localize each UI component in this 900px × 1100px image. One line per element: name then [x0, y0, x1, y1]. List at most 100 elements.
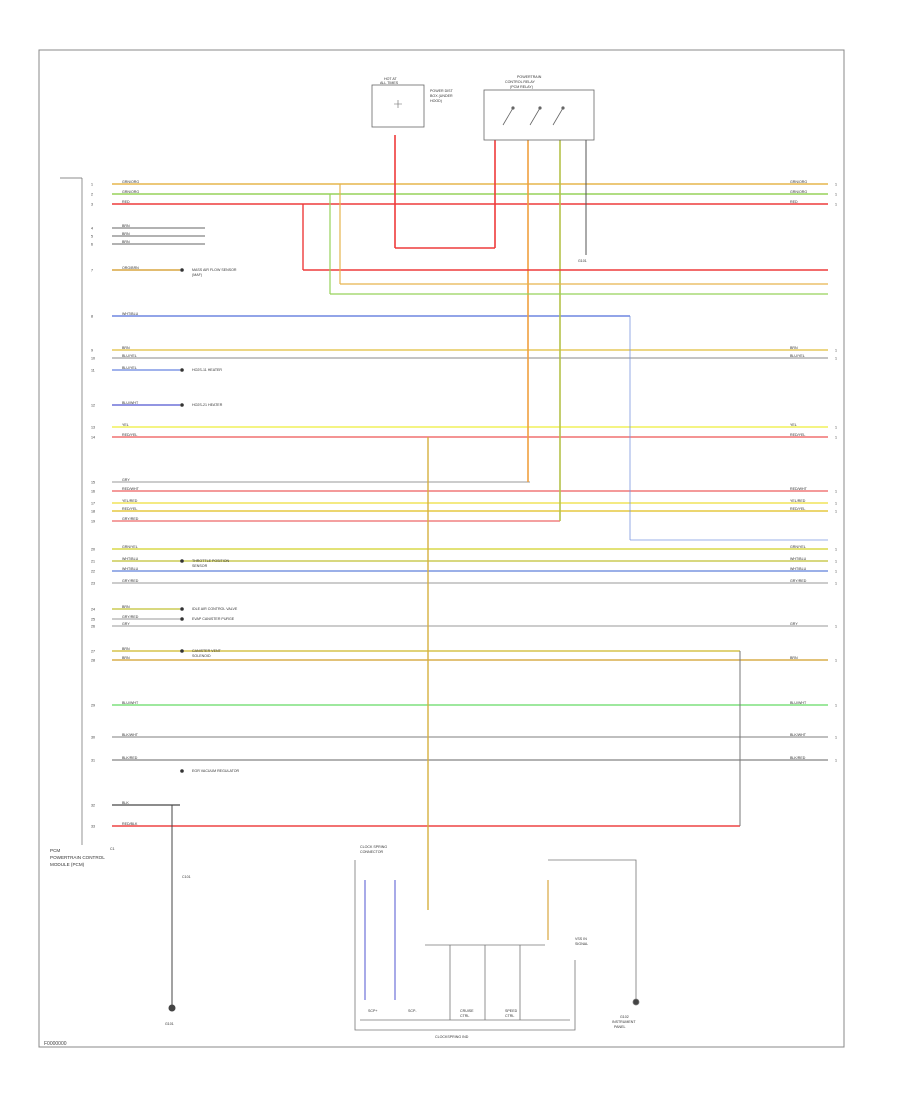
component-sub: SOLENOID	[192, 654, 211, 658]
vss-ground-1: G102	[620, 1015, 629, 1019]
pin-number: 13	[91, 425, 95, 429]
wire-label-1: GRN/ORG	[122, 180, 139, 184]
wire-label-29: BLU/WHT	[122, 701, 139, 705]
pin-number: 16	[91, 489, 95, 493]
wire-label-5: BRN	[122, 232, 130, 236]
pcm-desc-line-1: POWERTRAIN CONTROL	[50, 855, 105, 860]
connector-pin-right: 1	[835, 735, 837, 739]
pin-number: 27	[91, 649, 95, 653]
component-name: EVAP CANISTER PURGE	[192, 617, 235, 621]
pin-number: 7	[91, 268, 93, 272]
wire-label-12: BLU/WHT	[122, 401, 139, 405]
vss-sensor	[548, 859, 640, 1006]
wire-label-right-13: YEL	[790, 423, 797, 427]
connector-pin-right: 1	[835, 547, 837, 551]
wire-label-21: WHT/BLU	[122, 557, 139, 561]
component-terminal	[180, 368, 184, 372]
bus-label-5: SPEED	[505, 1009, 518, 1013]
relay-ground-label: G101	[578, 259, 587, 263]
clockspring-box	[354, 860, 576, 1031]
bus-label-2: SCP-	[408, 1009, 417, 1013]
component-terminal	[180, 617, 184, 621]
connector-pin-right: 1	[835, 501, 837, 505]
wire-label-16: RED/WHT	[122, 487, 140, 491]
wire-label-26: GRY	[122, 622, 130, 626]
wire-label-13: YEL	[122, 423, 129, 427]
pin-number: 28	[91, 658, 95, 662]
fuse-title-1: HOT AT	[384, 77, 397, 81]
wire-label-10: BLU/YEL	[122, 354, 137, 358]
wire-label-14: RED/YEL	[122, 433, 137, 437]
wire-label-right-3: RED	[790, 200, 798, 204]
wire-label-right-22: WHT/BLU	[790, 567, 807, 571]
pcm-desc-line-2: MODULE (PCM)	[50, 862, 85, 867]
component-terminal	[180, 403, 184, 407]
relay-title-2: CONTROL RELAY	[505, 80, 536, 84]
fuse-box	[371, 84, 425, 128]
pin-number: 32	[91, 803, 95, 807]
wire-label-right-16: RED/WHT	[790, 487, 808, 491]
component-name: THROTTLE POSITION	[192, 559, 230, 563]
wire-label-2: GRN/ORG	[122, 190, 139, 194]
bus-label-6: CTRL	[505, 1014, 514, 1018]
wire-label-24: BRN	[122, 605, 130, 609]
pin-number: 14	[91, 435, 95, 439]
pcm-connector-label: C1	[110, 847, 115, 851]
wire-label-right-14: RED/YEL	[790, 433, 805, 437]
relay-title-1: POWERTRAIN	[517, 75, 542, 79]
relay-title-3: (PCM RELAY)	[510, 85, 533, 89]
component-name: HO2S-21 HEATER	[192, 403, 223, 407]
connector-pin-right: 1	[835, 624, 837, 628]
pin-number: 9	[91, 348, 93, 352]
wire-label-right-20: GRN/YEL	[790, 545, 806, 549]
wire-label-right-9: BRN	[790, 346, 798, 350]
wire-label-right-30: BLK/WHT	[790, 733, 807, 737]
pin-number: 1	[91, 182, 93, 186]
wire-label-18: RED/YEL	[122, 507, 137, 511]
pin-number: 19	[91, 519, 95, 523]
pin-number: 10	[91, 356, 95, 360]
wire-label-20: GRN/YEL	[122, 545, 138, 549]
wire-label-right-10: BLU/YEL	[790, 354, 805, 358]
wire-label-17: YEL/RED	[122, 499, 138, 503]
clockspring-footer: CLOCKSPRING IND	[435, 1035, 469, 1039]
pin-number: 15	[91, 480, 95, 484]
connector-pin-right: 1	[835, 202, 837, 206]
vss-side-1: VSS IN	[575, 937, 587, 941]
pin-number: 8	[91, 314, 93, 318]
pin-number: 26	[91, 624, 95, 628]
fuse-title-2: ALL TIMES	[380, 81, 399, 85]
wire-label-right-21: WHT/BLU	[790, 557, 807, 561]
wire-label-right-18: RED/YEL	[790, 507, 805, 511]
bottom-left-ground-label: G101	[165, 1022, 174, 1026]
connector-pin-right: 1	[835, 192, 837, 196]
component-terminal	[180, 559, 184, 563]
diagram-frame	[38, 49, 845, 1048]
pcm-relay-box	[483, 89, 595, 141]
wire-label-3: RED	[122, 200, 130, 204]
pin-number: 21	[91, 559, 95, 563]
wire-label-19: GRY/RED	[122, 517, 139, 521]
pin-number: 18	[91, 509, 95, 513]
pin-number: 4	[91, 226, 93, 230]
bottom-left-conn: C101	[182, 875, 191, 879]
connector-pin-right: 1	[835, 356, 837, 360]
wire-label-22: WHT/BLU	[122, 567, 139, 571]
wire-label-23: GRY/RED	[122, 579, 139, 583]
bus-label-4: CTRL	[460, 1014, 469, 1018]
pin-number: 5	[91, 234, 93, 238]
pin-number: 25	[91, 617, 95, 621]
vss-ground-2: INSTRUMENT	[612, 1020, 636, 1024]
wire-label-9: BRN	[122, 346, 130, 350]
pin-number: 20	[91, 547, 95, 551]
connector-pin-right: 1	[835, 581, 837, 585]
pin-number: 12	[91, 403, 95, 407]
wire-label-15: GRY	[122, 478, 130, 482]
wire-label-right-26: GRY	[790, 622, 798, 626]
clockspring-title-1: CLOCK SPRING	[360, 845, 387, 849]
wire-label-right-2: GRN/ORG	[790, 190, 807, 194]
wire-label-25: GRY/RED	[122, 615, 139, 619]
pin-number: 24	[91, 607, 95, 611]
wire-label-right-29: BLU/WHT	[790, 701, 807, 705]
